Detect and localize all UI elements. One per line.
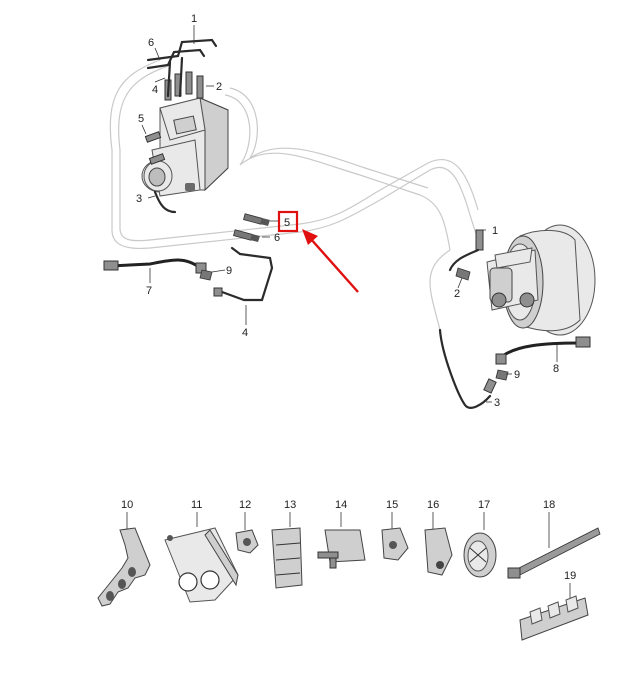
bottom-part-labels: 10 11 12 13 14 15 16 17 18 19 — [121, 499, 576, 582]
callout-labels: 1 6 4 2 5 3 6 9 7 4 1 2 9 8 3 — [136, 13, 559, 409]
fitting-1-body — [475, 229, 484, 251]
highlighted-callout-5[interactable]: 5 — [277, 210, 299, 233]
part-label-10: 10 — [121, 499, 133, 511]
part-label-12: 12 — [239, 499, 251, 511]
bottom-leaders — [126, 512, 571, 600]
callout-7: 7 — [146, 285, 152, 297]
part-label-15: 15 — [386, 499, 398, 511]
part-14-holder — [317, 529, 366, 569]
pipe-4-end — [230, 246, 242, 256]
callout-1-right: 1 — [492, 225, 498, 237]
red-pointer-arrow — [302, 229, 359, 293]
fitting-3-right — [483, 378, 497, 394]
part-13-multi-clip — [271, 527, 303, 589]
callout-6-mid: 6 — [274, 232, 280, 244]
callout-8: 8 — [553, 363, 559, 375]
pipe-3-abs — [153, 190, 177, 214]
callout-2-top: 2 — [216, 81, 222, 93]
highlight-box — [277, 210, 299, 233]
pipe-4 — [220, 252, 274, 302]
part-15-clip — [381, 527, 409, 561]
part-label-13: 13 — [284, 499, 296, 511]
callout-3-abs: 3 — [136, 193, 142, 205]
callout-4-bottom: 4 — [242, 327, 248, 339]
part-label-16: 16 — [427, 499, 439, 511]
part-label-17: 17 — [478, 499, 490, 511]
callout-6-top: 6 — [148, 37, 154, 49]
callout-5-highlight: 5 — [284, 217, 290, 229]
pipe-3-right — [438, 328, 492, 409]
part-label-11: 11 — [191, 499, 202, 511]
part-16-clip — [424, 527, 453, 576]
clip-9-left — [199, 269, 213, 281]
pipe-4-nut — [213, 287, 223, 297]
part-11-bracket — [164, 527, 239, 603]
callout-3-right: 3 — [494, 397, 500, 409]
ghost-routing — [109, 59, 479, 331]
brake-booster — [486, 224, 596, 336]
fitting-2-right — [455, 267, 471, 281]
bolt-5-mid — [243, 213, 270, 226]
callout-5-abs: 5 — [138, 113, 144, 125]
pipe-2-right — [448, 248, 480, 272]
callout-4-top: 4 — [152, 84, 158, 96]
callout-2-right: 2 — [454, 288, 460, 300]
part-18-cable-tie — [507, 527, 601, 579]
callout-9-left: 9 — [226, 265, 232, 277]
clip-9-right — [495, 369, 509, 381]
part-12-small-clip — [235, 529, 259, 554]
bolt-6-mid — [233, 229, 260, 242]
abs-top-pipes — [146, 38, 218, 98]
part-label-14: 14 — [335, 499, 347, 511]
part-label-19: 19 — [564, 570, 576, 582]
brake-hose-7 — [103, 258, 207, 274]
leader-lines — [141, 25, 558, 403]
abs-hydraulic-unit — [141, 71, 229, 197]
part-17-grommet — [463, 532, 497, 578]
part-10-clip-strip — [97, 527, 151, 607]
callout-9-right: 9 — [514, 369, 520, 381]
brake-hose-8 — [495, 336, 591, 365]
part-label-18: 18 — [543, 499, 555, 511]
abs-fittings — [144, 131, 166, 165]
callout-1-top: 1 — [191, 13, 197, 25]
part-19-rail — [519, 595, 589, 641]
